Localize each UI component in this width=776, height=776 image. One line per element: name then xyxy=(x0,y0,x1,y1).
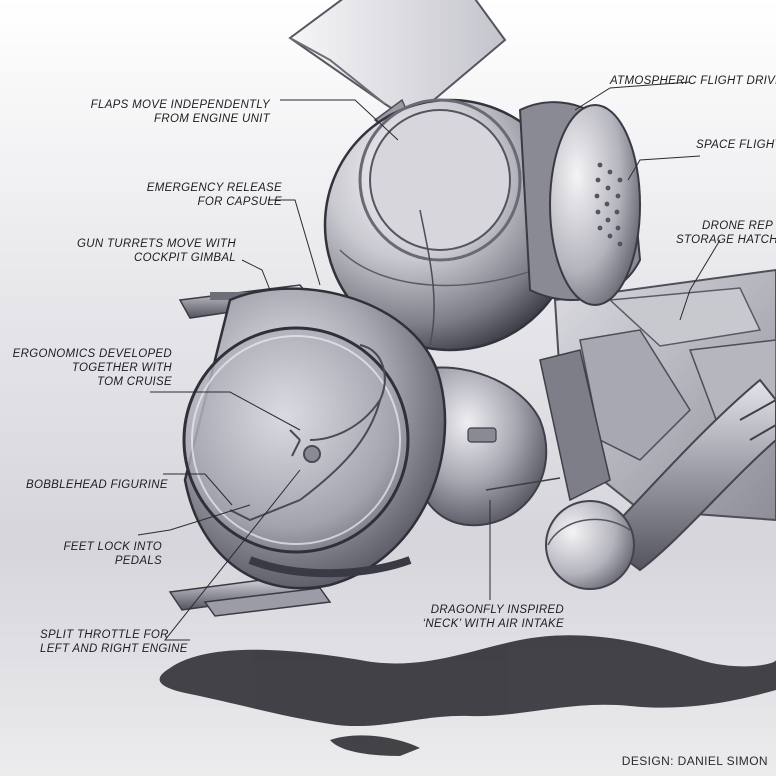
callout-drone-line-1: DRONE REP xyxy=(702,220,774,232)
callout-throttle-line-2: LEFT AND RIGHT ENGINE xyxy=(40,643,188,655)
callout-feet-lock: FEET LOCK INTO PEDALS xyxy=(63,540,162,568)
callout-flaps-line-1: FLAPS MOVE INDEPENDENTLY xyxy=(90,99,270,111)
callout-gun-line-2: COCKPIT GIMBAL xyxy=(134,252,236,264)
callout-gun-turrets: GUN TURRETS MOVE WITH COCKPIT GIMBAL xyxy=(77,237,236,265)
callout-gun-line-1: GUN TURRETS MOVE WITH xyxy=(77,238,236,250)
callout-split-throttle: SPLIT THROTTLE FOR LEFT AND RIGHT ENGINE xyxy=(40,628,188,656)
callout-ergonomics: ERGONOMICS DEVELOPED TOGETHER WITH TOM C… xyxy=(13,347,172,389)
callout-flaps-line-2: FROM ENGINE UNIT xyxy=(154,113,270,125)
callout-flaps: FLAPS MOVE INDEPENDENTLY FROM ENGINE UNI… xyxy=(91,98,270,126)
callout-emergency-line-1: EMERGENCY RELEASE xyxy=(146,182,282,194)
cockpit-capsule xyxy=(182,287,447,590)
callout-feet-line-2: PEDALS xyxy=(114,555,162,567)
callout-dragonfly-line-2: ‘NECK’ WITH AIR INTAKE xyxy=(422,618,564,630)
vent-grid xyxy=(594,162,623,247)
pilot-figure xyxy=(229,344,386,522)
atmospheric-drive xyxy=(518,101,642,306)
callout-ergo-line-2: TOGETHER WITH xyxy=(71,362,172,374)
neck xyxy=(413,366,561,527)
design-credit: DESIGN: DANIEL SIMON xyxy=(621,754,768,768)
engine-sphere xyxy=(323,98,577,352)
leader-lines xyxy=(137,81,721,641)
callout-throttle-line-1: SPLIT THROTTLE FOR xyxy=(40,629,169,641)
callout-bobble-line-1: BOBBLEHEAD FIGURINE xyxy=(26,479,168,491)
callout-atmo-line-1: ATMOSPHERIC FLIGHT DRIVE xyxy=(610,75,776,87)
callout-dragonfly-line-1: DRAGONFLY INSPIRED xyxy=(430,604,564,616)
callout-emergency-line-2: FOR CAPSULE xyxy=(197,196,282,208)
ground-shadow xyxy=(159,635,776,756)
callout-space-line-1: SPACE FLIGHT xyxy=(696,139,776,151)
rear-hull xyxy=(539,268,776,522)
callout-dragonfly-neck: DRAGONFLY INSPIRED ‘NECK’ WITH AIR INTAK… xyxy=(423,603,564,631)
callout-drone-line-2: STORAGE HATCH xyxy=(676,234,776,246)
callout-space-flight: SPACE FLIGHT xyxy=(696,138,776,152)
drone-arm xyxy=(545,378,776,590)
callout-emergency-release: EMERGENCY RELEASE FOR CAPSULE xyxy=(147,181,282,209)
callout-ergo-line-1: ERGONOMICS DEVELOPED xyxy=(12,348,172,360)
callout-bobblehead: BOBBLEHEAD FIGURINE xyxy=(26,478,168,492)
callout-feet-line-1: FEET LOCK INTO xyxy=(63,541,162,553)
callout-atmospheric-flight-drive: ATMOSPHERIC FLIGHT DRIVE xyxy=(610,74,776,88)
callout-drone-storage: DRONE REP STORAGE HATCH xyxy=(676,219,776,247)
callout-ergo-line-3: TOM CRUISE xyxy=(97,376,172,388)
